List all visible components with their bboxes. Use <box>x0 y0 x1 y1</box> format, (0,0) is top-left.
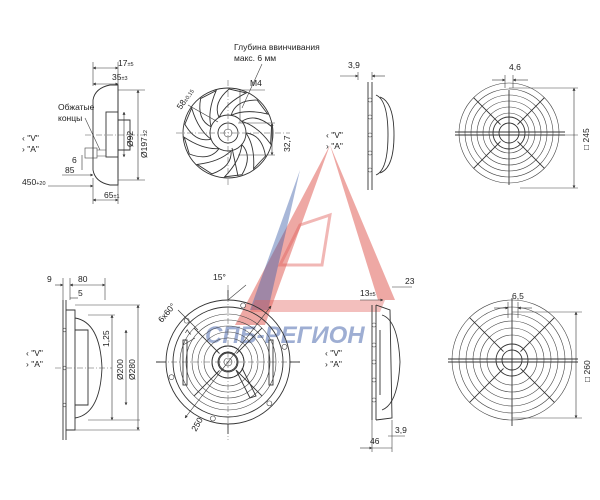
mount-hole <box>210 415 216 422</box>
dim-d39-bottom: 3,9 <box>395 425 407 435</box>
guard-strut <box>193 370 220 397</box>
top-guard-front-view: 4,6 □ 245 <box>455 62 591 189</box>
bottom-side-view: 9 80 5 1,25 Ø200 Ø280 ‹ "V" › "A" <box>26 274 140 440</box>
mount-hole <box>240 302 246 309</box>
label-v-bottom-left: ‹ "V" <box>26 348 43 358</box>
dim-d13: 13±5 <box>360 288 376 298</box>
dim-d9: 9 <box>47 274 52 284</box>
dim-d46: 4,6 <box>509 62 521 72</box>
impeller-blade <box>245 132 266 171</box>
note-screw-depth-line1: Глубина ввинчивания <box>234 42 320 52</box>
bottom-guard-side-view: 23 13±5 ‹ "V" › "A" 46 3,9 <box>325 276 415 452</box>
dim-d6x60: 6x60° <box>156 301 178 324</box>
dim-d85: 85 <box>65 165 75 175</box>
guard-strut <box>517 97 545 125</box>
top-rotor-view: Глубина ввинчивания макс. 6 мм M4 58±0,1… <box>174 42 320 185</box>
bottom-plate-view: 15° 6x60° 7 250 <box>156 272 300 440</box>
dim-d7: 7 <box>183 328 194 337</box>
guard-strut <box>469 317 504 352</box>
watermark-triangle-right <box>330 145 395 300</box>
guard-strut <box>473 97 501 125</box>
note-screw-depth-line2: макс. 6 мм <box>234 53 276 63</box>
impeller-blades <box>183 88 272 178</box>
dim-d6: 6 <box>72 155 77 165</box>
dim-d23: 23 <box>405 276 415 286</box>
dim-sq245: □ 245 <box>581 128 591 150</box>
impeller-blade <box>184 106 212 141</box>
guard-strut <box>517 141 545 169</box>
guard-strut <box>473 141 501 169</box>
impeller-blade <box>223 144 248 178</box>
dim-d65: 65±1 <box>104 190 120 200</box>
note-crimped-line1: Обжатые <box>58 102 95 112</box>
dim-d46-bottom: 46 <box>370 436 380 446</box>
watermark-inner <box>277 212 332 267</box>
dim-sq260: □ 260 <box>582 360 592 382</box>
dim-d327: 32,7 <box>282 135 292 152</box>
top-side-view: Ø92 Ø197±2 17±5 35±3 Обжатые концы ‹ "V"… <box>22 58 149 204</box>
mount-hole <box>168 374 175 380</box>
dim-d80: 80 <box>78 274 88 284</box>
dim-d35: 35±3 <box>112 72 128 82</box>
note-crimped-line2: концы <box>58 113 82 123</box>
dim-d280: Ø280 <box>127 359 137 380</box>
watermark-triangle-left <box>235 145 330 325</box>
dim-d39-top: 3,9 <box>348 60 360 70</box>
dim-d200: Ø200 <box>115 359 125 380</box>
label-a-top-left: › "A" <box>22 144 39 154</box>
impeller-blade <box>199 89 218 128</box>
watermark-logo: СПБ-РЕГИОН <box>205 145 395 349</box>
guard-strut <box>520 317 555 352</box>
dim-d5: 5 <box>78 288 83 298</box>
dim-d15deg: 15° <box>213 272 226 282</box>
guard-strut <box>469 368 504 403</box>
guard-strut <box>520 368 555 403</box>
bottom-guard-front-view: 6,5 □ 260 <box>448 291 592 426</box>
top-guard-side-view: 3,9 ‹ "V" › "A" <box>326 60 395 190</box>
label-v-top-left: ‹ "V" <box>22 133 39 143</box>
dim-d450: 450+20 <box>22 177 46 187</box>
impeller-blade <box>195 150 232 175</box>
label-v-top-guard: ‹ "V" <box>326 130 343 140</box>
mount-hole <box>281 344 288 350</box>
label-a-bottom-left: › "A" <box>26 359 43 369</box>
watermark-triangle-base <box>250 300 385 312</box>
mount-hole <box>266 400 273 407</box>
dim-d17: 17±5 <box>118 58 134 68</box>
impeller-blade <box>183 136 220 158</box>
dim-d92: Ø92 <box>125 131 135 147</box>
label-a-bottom-guard: › "A" <box>325 359 342 369</box>
dim-d197: Ø197±2 <box>139 130 149 158</box>
impeller-blade <box>230 99 269 116</box>
dim-d125: 1,25 <box>101 330 111 347</box>
impeller-blade <box>216 88 248 118</box>
dim-d65-bottom: 6,5 <box>512 291 524 301</box>
label-a-top-guard: › "A" <box>326 141 343 151</box>
dim-m4: M4 <box>250 78 262 88</box>
watermark-triangle-blue <box>250 170 300 310</box>
label-v-bottom-guard: ‹ "V" <box>325 348 342 358</box>
